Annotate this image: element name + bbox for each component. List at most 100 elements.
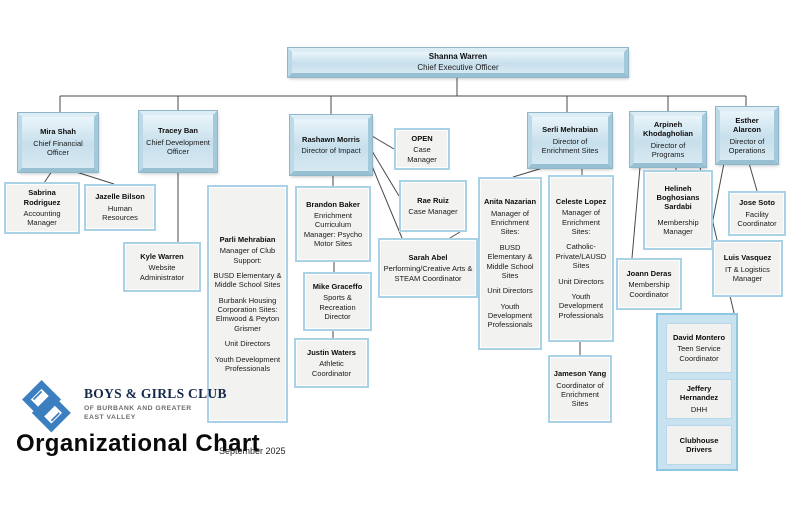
person-role: Athletic Coordinator [311, 359, 352, 378]
node-accounting-manager: Sabrina Rodriguez Accounting Manager [4, 182, 80, 234]
person-role: Teen Service Coordinator [677, 344, 721, 363]
node-enrichment-curriculum-manager: Brandon Baker Enrichment Curriculum Mana… [295, 186, 371, 262]
person-name: Kyle Warren [140, 251, 184, 261]
node-membership-coordinator: Joann Deras Membership Coordinator [616, 258, 682, 310]
node-dhh: Jeffery Hernandez DHH [666, 379, 732, 419]
person-name: OPEN [411, 133, 433, 143]
person-role: IT & Logistics Manager [725, 264, 770, 284]
role-detail: Unit Directors [487, 286, 533, 296]
org-subtitle: OF BURBANK AND GREATER EAST VALLEY [84, 404, 227, 422]
person-name: Mike Graceffo [312, 281, 363, 291]
node-facility-coordinator: Jose Soto Facility Coordinator [728, 191, 786, 236]
connector-line [371, 150, 400, 197]
person-name: Jeffery Hernandez [679, 383, 719, 403]
person-role: Accounting Manager [23, 209, 61, 228]
person-name: Sarah Abel [408, 252, 448, 262]
node-director-programs: Arpineh Khodagholian Director of Program… [630, 112, 706, 167]
person-name: Jose Soto [739, 198, 775, 208]
person-role: Performing/Creative Arts & STEAM Coordin… [383, 264, 473, 283]
connector-line [748, 162, 758, 192]
role-detail: Unit Directors [558, 276, 604, 286]
person-role: Director of Enrichment Sites [541, 136, 599, 156]
role-detail: BUSD Elementary & Middle School Sites [213, 270, 282, 290]
node-steam-coordinator: Sarah Abel Performing/Creative Arts & ST… [378, 238, 478, 298]
connector-line [631, 166, 641, 259]
person-role: Director of Programs [650, 140, 686, 159]
page-title: Organizational Chart [16, 430, 261, 457]
person-name: Serli Mehrabian [542, 125, 598, 135]
person-role: Membership Coordinator [628, 280, 670, 299]
person-name: Joann Deras [626, 268, 672, 278]
node-director-impact: Rashawn Morris Director of Impact [290, 115, 372, 175]
node-clubhouse-drivers: Clubhouse Drivers [666, 425, 732, 465]
node-enrichment-manager-anita: Anita Nazarian Manager of Enrichment Sit… [478, 177, 542, 350]
role-detail: BUSD Elementary & Middle School Sites [486, 242, 534, 280]
node-enrichment-coordinator: Jameson Yang Coordinator of Enrichment S… [548, 355, 612, 423]
person-name: David Montero [672, 332, 726, 342]
person-name: Esther Alarcon [733, 115, 761, 135]
role-detail: Unit Directors [224, 339, 271, 349]
person-name: Rashawn Morris [302, 134, 360, 144]
person-name: Justin Waters [307, 347, 356, 357]
connector-line [371, 165, 403, 239]
node-teen-service-coordinator: David Montero Teen Service Coordinator [666, 323, 732, 373]
person-role: Human Resources [102, 203, 138, 223]
node-enrichment-manager-celeste: Celeste Lopez Manager of Enrichment Site… [548, 175, 614, 342]
org-subtitle-line2: EAST VALLEY [84, 414, 136, 422]
person-role: Enrichment Curriculum Manager: Psycho Mo… [303, 210, 363, 249]
connector-line [72, 170, 115, 185]
node-membership-manager: Helineh Boghosians Sardabi Membership Ma… [643, 170, 713, 250]
person-name: Parli Mehrabian [219, 234, 276, 244]
person-name: Arpineh Khodagholian [643, 119, 693, 139]
person-name: Brandon Baker [306, 199, 360, 209]
person-name: Sabrina Rodriguez [23, 188, 61, 207]
person-role: Sports & Recreation Director [319, 293, 356, 321]
person-role: Director of Impact [301, 146, 361, 155]
person-name: Anita Nazarian [483, 197, 537, 207]
person-name: Mira Shah [40, 127, 76, 137]
person-role: Facility Coordinator [737, 209, 777, 229]
person-name: Clubhouse Drivers [679, 435, 719, 454]
node-director-operations: Esther Alarcon Director of Operations [716, 107, 778, 164]
connector-line [43, 170, 53, 184]
node-director-enrichment: Serli Mehrabian Director of Enrichment S… [528, 113, 612, 168]
node-cfo: Mira Shah Chief Financial Officer [18, 113, 98, 172]
person-name: Jazelle Bilson [95, 192, 145, 202]
role-detail: Catholic-Private/LAUSD Sites [555, 242, 607, 271]
connector-line [512, 166, 547, 178]
org-subtitle-line1: OF BURBANK AND GREATER [84, 405, 192, 412]
person-role: Coordinator of Enrichment Sites [556, 380, 604, 409]
person-role: Case Manager [408, 207, 458, 216]
role-detail: Youth Development Professionals [214, 354, 281, 373]
person-role: Website Administrator [139, 263, 185, 282]
person-name: Rae Ruiz [417, 195, 449, 205]
connector-line [449, 231, 461, 239]
role-detail: Burbank Housing Corporation Sites: Elmwo… [215, 295, 280, 333]
org-name: BOYS & GIRLS CLUB [84, 386, 227, 401]
programs-subteam-group: David Montero Teen Service Coordinator J… [656, 313, 738, 471]
person-name: Helineh Boghosians Sardabi [656, 183, 700, 212]
node-sports-recreation-director: Mike Graceffo Sports & Recreation Direct… [303, 272, 372, 331]
boys-girls-club-logo [22, 380, 71, 433]
node-ceo: Shanna Warren Chief Executive Officer [288, 48, 628, 77]
person-name: Shanna Warren [428, 52, 488, 61]
person-role: DHH [690, 404, 708, 414]
node-cdo: Tracey Ban Chief Development Officer [139, 111, 217, 172]
node-club-support-manager: Parli Mehrabian Manager of Club Support:… [207, 185, 288, 423]
role-detail: Youth Development Professionals [487, 301, 533, 330]
person-role: Manager of Enrichment Sites: [562, 208, 600, 237]
person-name: Jameson Yang [553, 369, 607, 379]
person-role: Director of Operations [728, 136, 766, 155]
person-role: Chief Financial Officer [33, 138, 83, 158]
node-website-administrator: Kyle Warren Website Administrator [123, 242, 201, 292]
person-name: Luis Vasquez [723, 253, 772, 263]
node-athletic-coordinator: Justin Waters Athletic Coordinator [294, 338, 369, 388]
connector-line [371, 135, 395, 150]
person-role: Membership Manager [657, 217, 699, 237]
role-detail: Youth Development Professionals [558, 291, 604, 320]
page-date: September 2025 [219, 446, 286, 456]
node-human-resources: Jazelle Bilson Human Resources [84, 184, 156, 231]
person-role: Case Manager [407, 145, 437, 164]
person-role: Manager of Enrichment Sites: [491, 208, 529, 237]
